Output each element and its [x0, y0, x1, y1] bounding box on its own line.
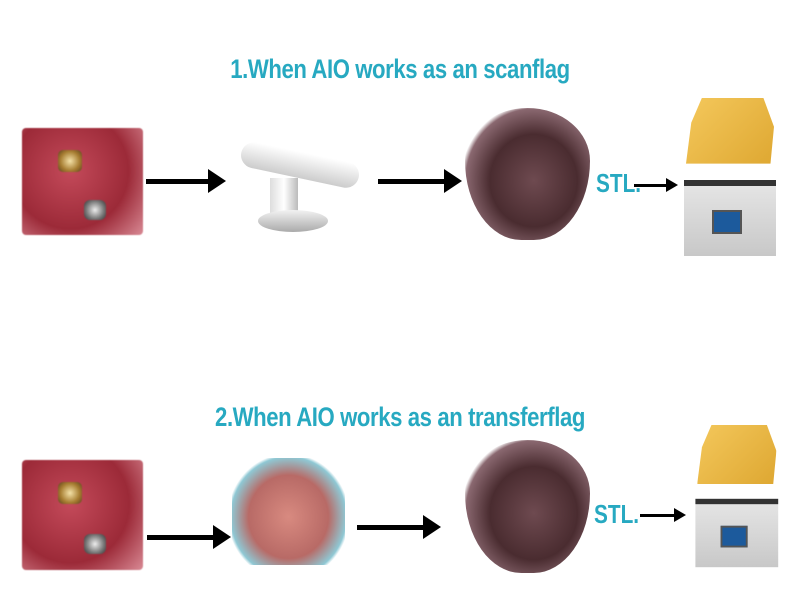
implant-abutment: [84, 534, 106, 554]
intraoral-scanner-image: [200, 139, 370, 236]
implant-abutment: [84, 200, 106, 220]
transferflag-implant: [58, 482, 82, 504]
impression-model-image: [232, 458, 345, 565]
flow-arrow: [147, 525, 231, 549]
digital-jaw-scan-image: [465, 108, 590, 240]
digital-jaw-scan-image: [465, 440, 590, 573]
3d-printer-image: [678, 98, 782, 256]
3d-printer-image: [690, 425, 784, 568]
flow-arrow: [634, 178, 678, 192]
intraoral-implant-photo: [22, 460, 143, 570]
stl-label: STL.: [596, 168, 642, 198]
flow-arrow: [357, 515, 441, 539]
flow-arrow: [640, 508, 686, 522]
flow-arrow: [146, 169, 226, 193]
stl-label: STL.: [594, 499, 640, 529]
scanflag-implant: [58, 150, 82, 172]
section-title-scanflag: 1.When AIO works as an scanflag: [230, 54, 570, 84]
flow-arrow: [378, 169, 462, 193]
intraoral-implant-photo: [22, 128, 143, 235]
section-title-transferflag: 2.When AIO works as an transferflag: [215, 402, 585, 432]
